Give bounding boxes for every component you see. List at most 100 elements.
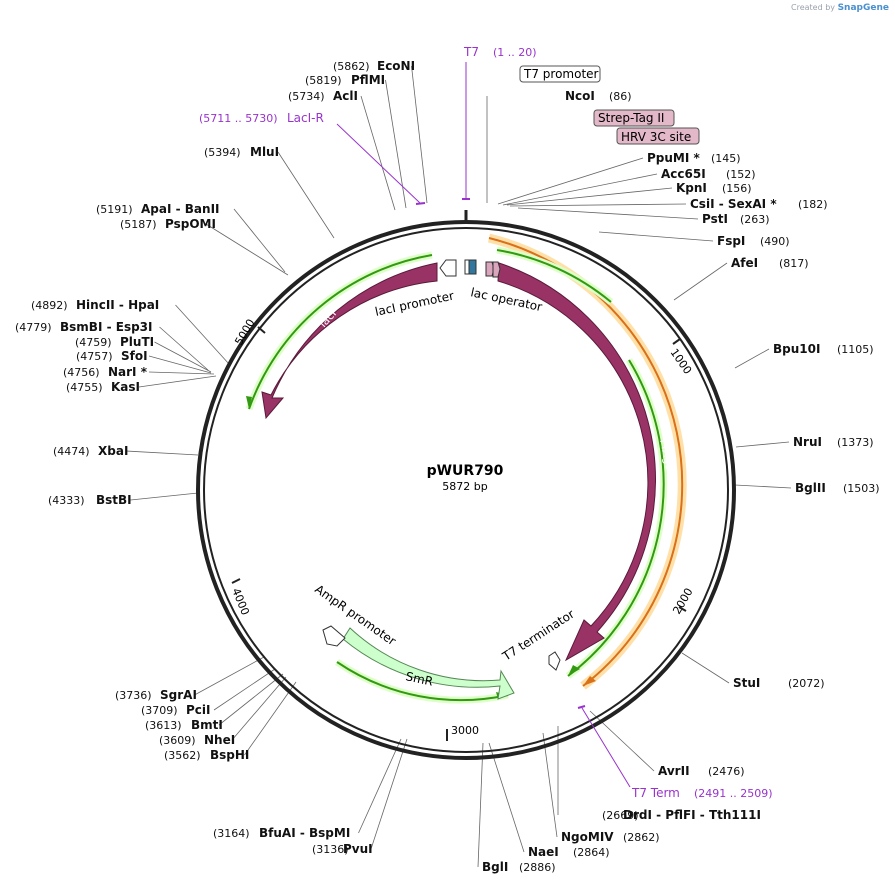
site-pos-13: (817)	[779, 257, 809, 270]
tick-2000	[678, 606, 687, 612]
laci-r-name[interactable]: LacI-R	[287, 111, 324, 125]
restriction-sites: EcoNI(5862)PflMI(5819)AclI(5734)NcoI(86)…	[15, 59, 880, 874]
site-leader-25	[681, 652, 730, 684]
t7-terminator-arrow[interactable]	[548, 651, 561, 671]
site-name-5[interactable]: PpuMI *	[647, 151, 701, 165]
callout-labels: T7 (1 .. 20) T7 promoter Strep-Tag II HR…	[199, 45, 773, 800]
laci-arrow[interactable]	[261, 262, 438, 420]
laci-r-primer-mark	[415, 202, 426, 205]
site-name-17[interactable]: SfoI	[121, 349, 148, 363]
site-name-10[interactable]: ApaI - BanII	[141, 202, 220, 216]
site-name-7[interactable]: KpnI	[676, 181, 707, 195]
tick-5000	[257, 326, 266, 334]
site-name-11[interactable]: PspOMI	[165, 217, 216, 231]
t7-primer-name[interactable]: T7	[463, 45, 479, 59]
site-pos-3: (86)	[609, 90, 632, 103]
hrv-3c-arrow[interactable]	[492, 261, 501, 278]
site-pos-17: (4757)	[76, 350, 113, 363]
snapgene-brand: Created by SnapGene	[791, 3, 889, 13]
site-pos-16: (4759)	[75, 336, 112, 349]
site-name-22[interactable]: XbaI	[98, 444, 128, 458]
hrv-3c-callout: HRV 3C site	[621, 130, 691, 144]
site-name-15[interactable]: BsmBI - Esp3I	[60, 320, 152, 334]
site-name-13[interactable]: AfeI	[731, 256, 758, 270]
site-name-33[interactable]: NgoMIV	[561, 830, 614, 844]
site-pos-19: (4755)	[66, 381, 103, 394]
t7-primer-range: (1 .. 20)	[493, 46, 537, 59]
green-line-bottom	[336, 661, 509, 702]
site-name-32[interactable]: DrdI - PflFI - Tth111I	[623, 808, 761, 822]
site-pos-21: (1373)	[837, 436, 874, 449]
site-pos-15: (4779)	[15, 321, 52, 334]
t7-term-range: (2491 .. 2509)	[694, 787, 773, 800]
site-leader-35	[477, 742, 484, 868]
site-name-9[interactable]: PstI	[702, 212, 728, 226]
site-leader-34	[488, 742, 525, 853]
tick-label-2000: 2000	[670, 586, 695, 617]
site-name-23[interactable]: BglII	[795, 481, 826, 495]
lac-operator-box[interactable]	[468, 259, 477, 275]
green-arrow-left	[246, 396, 252, 409]
smr-arrow[interactable]	[342, 627, 515, 700]
site-name-20[interactable]: Bpu10I	[773, 342, 820, 356]
strep-tag-callout-box[interactable]	[593, 109, 675, 127]
site-leader-18	[148, 371, 215, 375]
site-name-29[interactable]: NheI	[204, 733, 235, 747]
site-leader-30	[244, 681, 297, 756]
site-pos-9: (263)	[740, 213, 770, 226]
site-leader-16	[154, 341, 212, 373]
site-name-3[interactable]: NcoI	[565, 89, 595, 103]
site-name-18[interactable]: NarI *	[108, 365, 148, 379]
site-name-4[interactable]: MluI	[250, 145, 279, 159]
site-pos-18: (4756)	[63, 366, 100, 379]
tick-1000	[672, 338, 681, 345]
site-pos-26: (3736)	[115, 689, 152, 702]
t7-terminator-label: T7 terminator	[499, 607, 577, 664]
site-name-19[interactable]: KasI	[111, 380, 140, 394]
site-name-6[interactable]: Acc65I	[661, 167, 706, 181]
site-name-31[interactable]: AvrII	[658, 764, 690, 778]
t7-promoter-callout-box[interactable]	[519, 65, 601, 83]
site-pos-5: (145)	[711, 152, 741, 165]
site-name-36[interactable]: BfuAI - BspMI	[259, 826, 350, 840]
t7-term-name[interactable]: T7 Term	[631, 786, 680, 800]
site-pos-7: (156)	[722, 182, 752, 195]
site-name-30[interactable]: BspHI	[210, 748, 249, 762]
site-pos-25: (2072)	[788, 677, 825, 690]
tick-label-3000: 3000	[451, 724, 479, 737]
site-name-34[interactable]: NaeI	[528, 845, 559, 859]
site-name-0[interactable]: EcoNI	[377, 59, 415, 73]
hrv-3c-callout-box[interactable]	[616, 127, 700, 145]
site-leader-22	[125, 450, 199, 456]
site-name-27[interactable]: PciI	[186, 703, 211, 717]
site-pos-0: (5862)	[333, 60, 370, 73]
site-leader-0	[411, 65, 428, 204]
site-name-35[interactable]: BglI	[482, 860, 508, 874]
site-name-37[interactable]: PvuI	[343, 842, 373, 856]
site-name-2[interactable]: AclI	[333, 89, 358, 103]
site-name-28[interactable]: BmtI	[191, 718, 223, 732]
site-name-1[interactable]: PflMI	[351, 73, 385, 87]
laci-r-range: (5711 .. 5730)	[199, 112, 278, 125]
strep-tag-callout: Strep-Tag II	[598, 111, 664, 125]
site-name-12[interactable]: FspI	[717, 234, 745, 248]
t7-promoter-callout: T7 promoter	[523, 67, 599, 81]
site-leader-14	[175, 304, 230, 365]
site-pos-10: (5191)	[96, 203, 133, 216]
leader-lines	[125, 65, 792, 868]
green-arrow-right	[568, 665, 580, 676]
site-leader-26	[194, 656, 265, 696]
site-name-25[interactable]: StuI	[733, 676, 760, 690]
site-name-26[interactable]: SgrAI	[160, 688, 197, 702]
site-leader-12	[598, 231, 714, 242]
site-name-16[interactable]: PluTI	[120, 335, 154, 349]
laci-promoter-arrow[interactable]	[439, 259, 457, 277]
green-line-right	[567, 359, 665, 677]
pfago-arrow[interactable]	[497, 262, 656, 662]
site-name-21[interactable]: NruI	[793, 435, 822, 449]
site-name-8[interactable]: CsiI - SexAI *	[690, 197, 777, 211]
ampr-promoter-arrow[interactable]	[322, 625, 346, 647]
site-name-24[interactable]: BstBI	[96, 493, 132, 507]
site-name-14[interactable]: HincII - HpaI	[76, 298, 159, 312]
